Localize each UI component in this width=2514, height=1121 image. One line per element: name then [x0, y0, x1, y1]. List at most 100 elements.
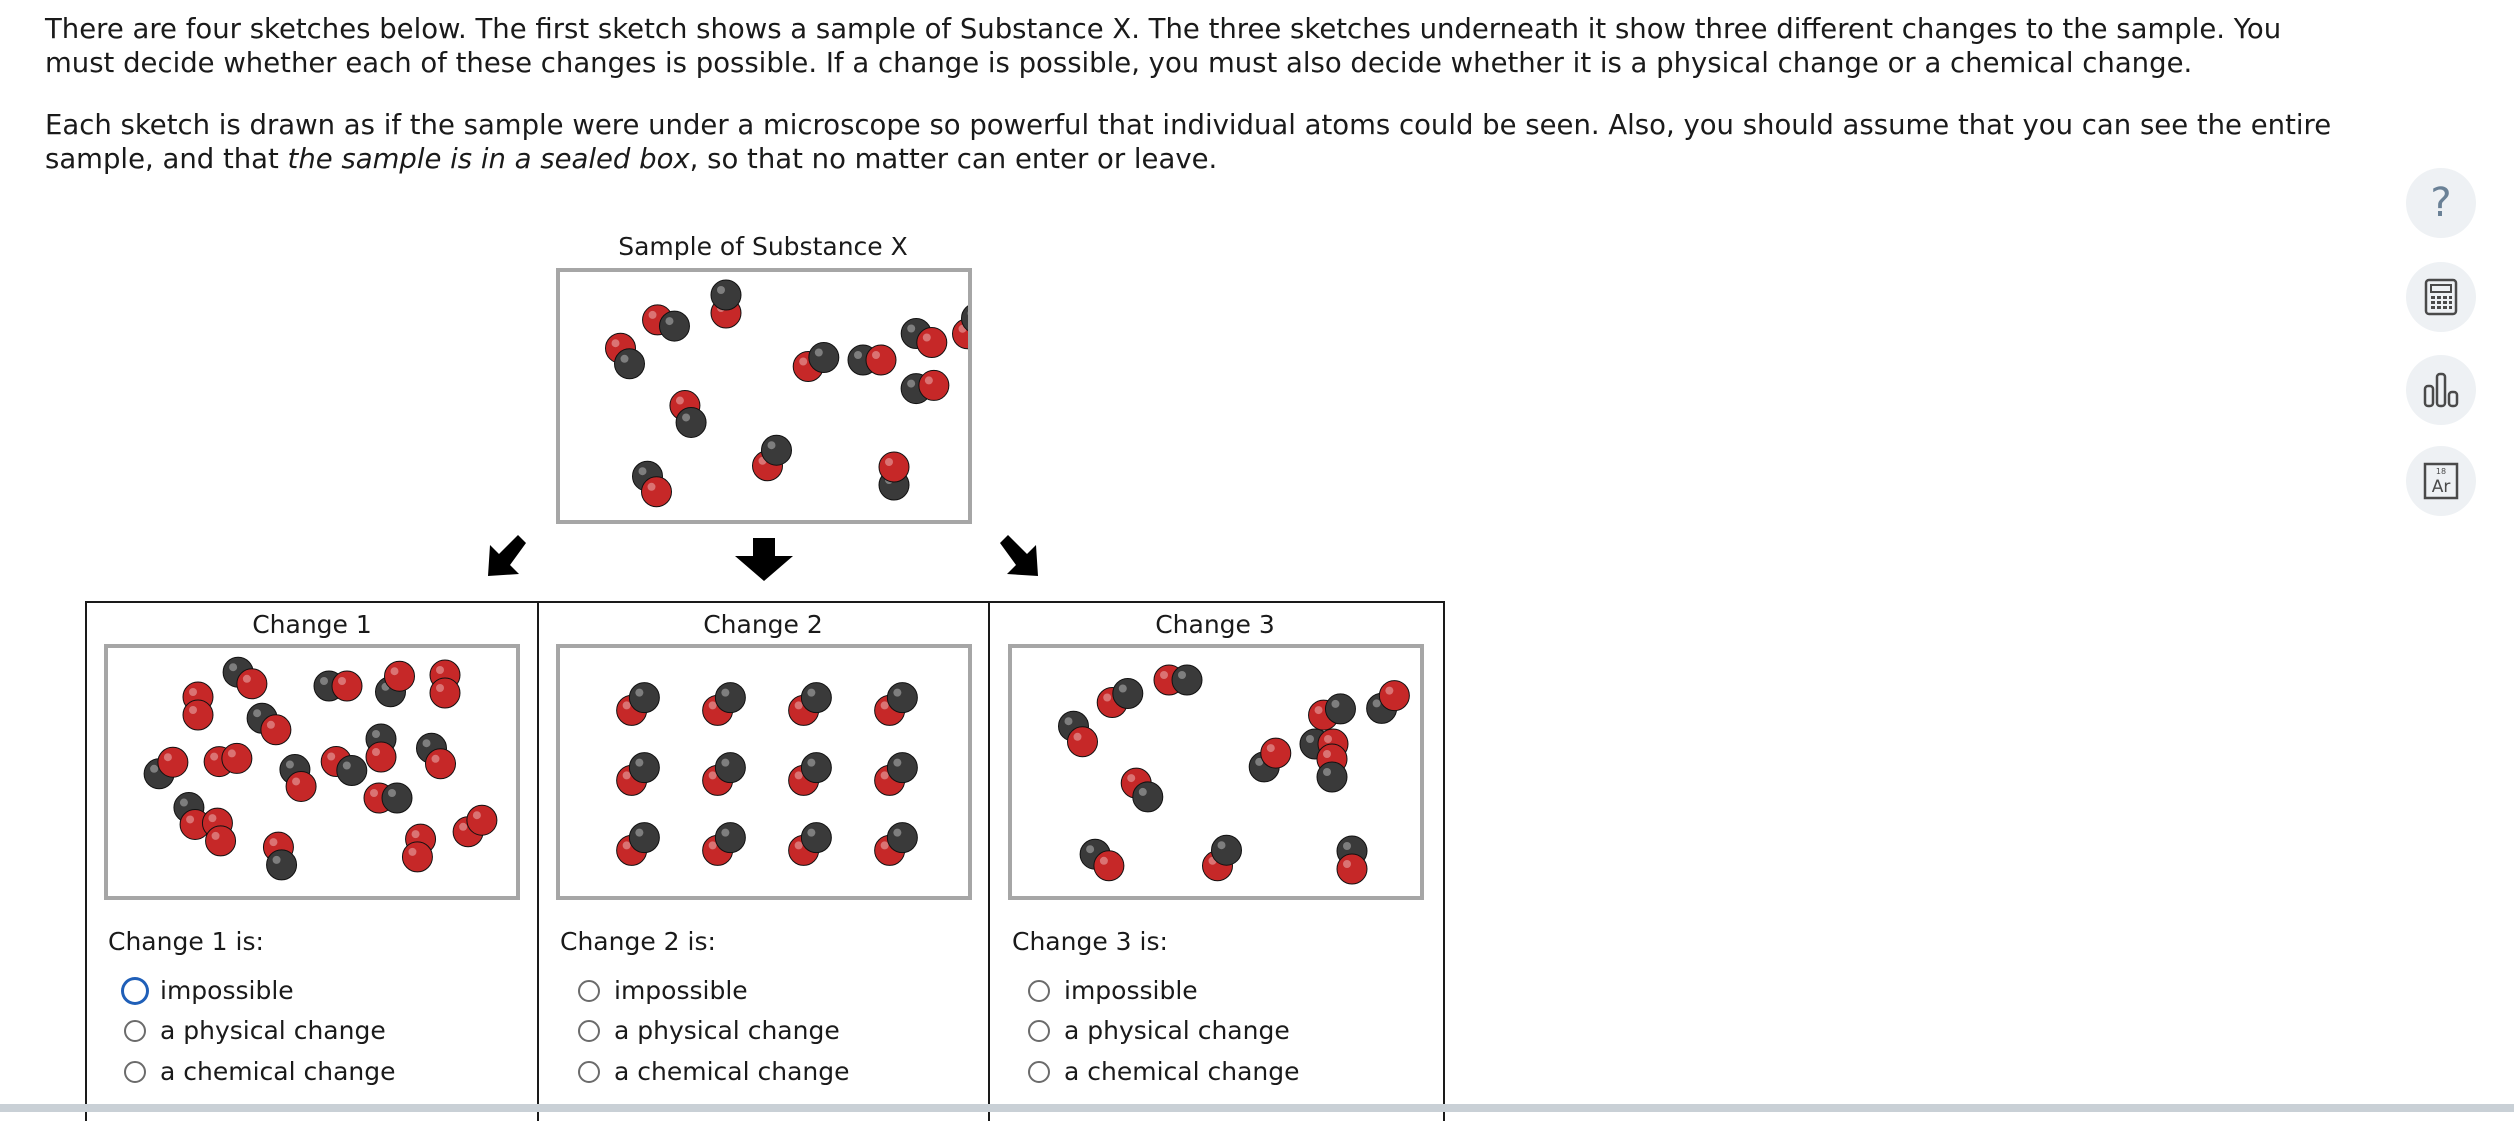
option-label: a chemical change	[160, 1057, 396, 1086]
calculator-button[interactable]	[2406, 262, 2476, 332]
periodic-table-button[interactable]: 18 Ar	[2406, 446, 2476, 516]
o2-molecule	[429, 659, 461, 709]
change-1-molecules	[143, 656, 498, 881]
sample-molecules	[605, 279, 968, 508]
change-1-chemical-radio[interactable]: a chemical change	[124, 1057, 396, 1086]
change-3-question: Change 3 is:	[1012, 927, 1168, 956]
change-3-chemical-radio[interactable]: a chemical change	[1028, 1057, 1300, 1086]
help-icon[interactable]: ?	[2430, 180, 2452, 226]
option-label: a physical change	[614, 1016, 840, 1045]
change-3-sketch	[1008, 644, 1424, 900]
change-2-chemical-radio[interactable]: a chemical change	[578, 1057, 850, 1086]
co-molecule	[642, 304, 690, 342]
column-divider	[988, 601, 990, 1121]
radio-circle[interactable]	[124, 979, 146, 1002]
change-1-sketch	[104, 644, 520, 900]
calculator-icon[interactable]	[2424, 278, 2458, 316]
co-molecule	[416, 732, 456, 780]
co-molecule	[752, 434, 792, 482]
change-3-impossible-radio[interactable]: impossible	[1028, 976, 1198, 1005]
co-molecule	[143, 746, 189, 790]
instructions-paragraph-1: There are four sketches below. The first…	[45, 13, 2282, 79]
co-molecule	[788, 822, 832, 866]
instructions: There are four sketches below. The first…	[45, 12, 2345, 176]
change-2-impossible-radio[interactable]: impossible	[578, 976, 748, 1005]
periodic-table-icon[interactable]: 18 Ar	[2423, 462, 2459, 500]
radio-circle[interactable]	[124, 1019, 146, 1042]
radio-circle[interactable]	[578, 1019, 600, 1042]
co-molecule	[952, 305, 968, 350]
co-molecule	[1308, 693, 1356, 731]
radio-circle[interactable]	[578, 979, 600, 1002]
co-molecule	[632, 460, 672, 508]
co-molecule	[710, 279, 742, 329]
co-molecule	[1248, 737, 1292, 783]
o2-molecule	[452, 804, 498, 848]
co-molecule	[605, 332, 645, 380]
co-molecule	[900, 369, 950, 405]
sample-caption: Sample of Substance X	[618, 232, 908, 261]
co-molecule	[847, 344, 897, 376]
co-molecule	[874, 682, 918, 726]
co-molecule	[1058, 710, 1098, 758]
help-button[interactable]: ?	[2406, 168, 2476, 238]
radio-circle[interactable]	[1028, 979, 1050, 1002]
co-molecule	[616, 682, 660, 726]
radio-circle[interactable]	[124, 1060, 146, 1083]
change-3-physical-radio[interactable]: a physical change	[1028, 1016, 1290, 1045]
option-label: impossible	[160, 976, 294, 1005]
co-molecule	[363, 782, 413, 814]
option-label: a physical change	[1064, 1016, 1290, 1045]
co-molecule	[1096, 678, 1144, 718]
change-3-molecules	[1058, 664, 1410, 885]
co-molecule	[313, 670, 363, 702]
co-molecule	[669, 390, 707, 438]
change-2-sketch	[556, 644, 972, 900]
column-divider	[537, 601, 539, 1121]
change-2-physical-radio[interactable]: a physical change	[578, 1016, 840, 1045]
o2-molecule	[201, 807, 237, 857]
co-molecule	[874, 752, 918, 796]
change-1-title: Change 1	[252, 610, 372, 639]
instructions-text: Each sketch is drawn as if the sample we…	[45, 109, 2332, 175]
co-molecule	[246, 702, 292, 746]
o2-molecule	[203, 742, 253, 778]
co-molecule	[874, 822, 918, 866]
co-molecule	[792, 342, 840, 382]
arrow-down-icon	[735, 538, 793, 581]
sample-sketch	[556, 268, 972, 524]
co-molecule	[788, 752, 832, 796]
changes-table	[85, 601, 1445, 1121]
co-molecule	[1153, 664, 1203, 696]
co-molecule	[320, 746, 368, 786]
radio-circle[interactable]	[1028, 1019, 1050, 1042]
radio-circle[interactable]	[578, 1060, 600, 1083]
instructions-emphasis: the sample is in a sealed box	[287, 143, 690, 175]
co-molecule	[616, 752, 660, 796]
change-2-title: Change 2	[703, 610, 823, 639]
change-1-question: Change 1 is:	[108, 927, 264, 956]
co-molecule	[878, 451, 910, 501]
co-molecule	[702, 752, 746, 796]
arrow-down-right-icon	[1000, 535, 1038, 576]
element-symbol: Ar	[2432, 477, 2451, 497]
co-molecule	[1120, 767, 1164, 813]
option-label: a physical change	[160, 1016, 386, 1045]
co-molecule	[702, 822, 746, 866]
bottom-bar	[0, 1104, 2514, 1112]
co-molecule	[788, 682, 832, 726]
option-label: a chemical change	[1064, 1057, 1300, 1086]
bar-chart-icon[interactable]	[2421, 370, 2461, 410]
radio-circle[interactable]	[1028, 1060, 1050, 1083]
co-molecule	[1336, 835, 1368, 885]
co-molecule	[365, 723, 397, 773]
arrow-down-left-icon	[488, 535, 526, 576]
change-1-impossible-radio[interactable]: impossible	[124, 976, 294, 1005]
co-molecule	[262, 831, 298, 881]
co-molecule	[1316, 743, 1348, 793]
data-chart-button[interactable]	[2406, 355, 2476, 425]
change-1-physical-radio[interactable]: a physical change	[124, 1016, 386, 1045]
co-molecule	[222, 656, 268, 700]
option-label: impossible	[614, 976, 748, 1005]
change-2-question: Change 2 is:	[560, 927, 716, 956]
